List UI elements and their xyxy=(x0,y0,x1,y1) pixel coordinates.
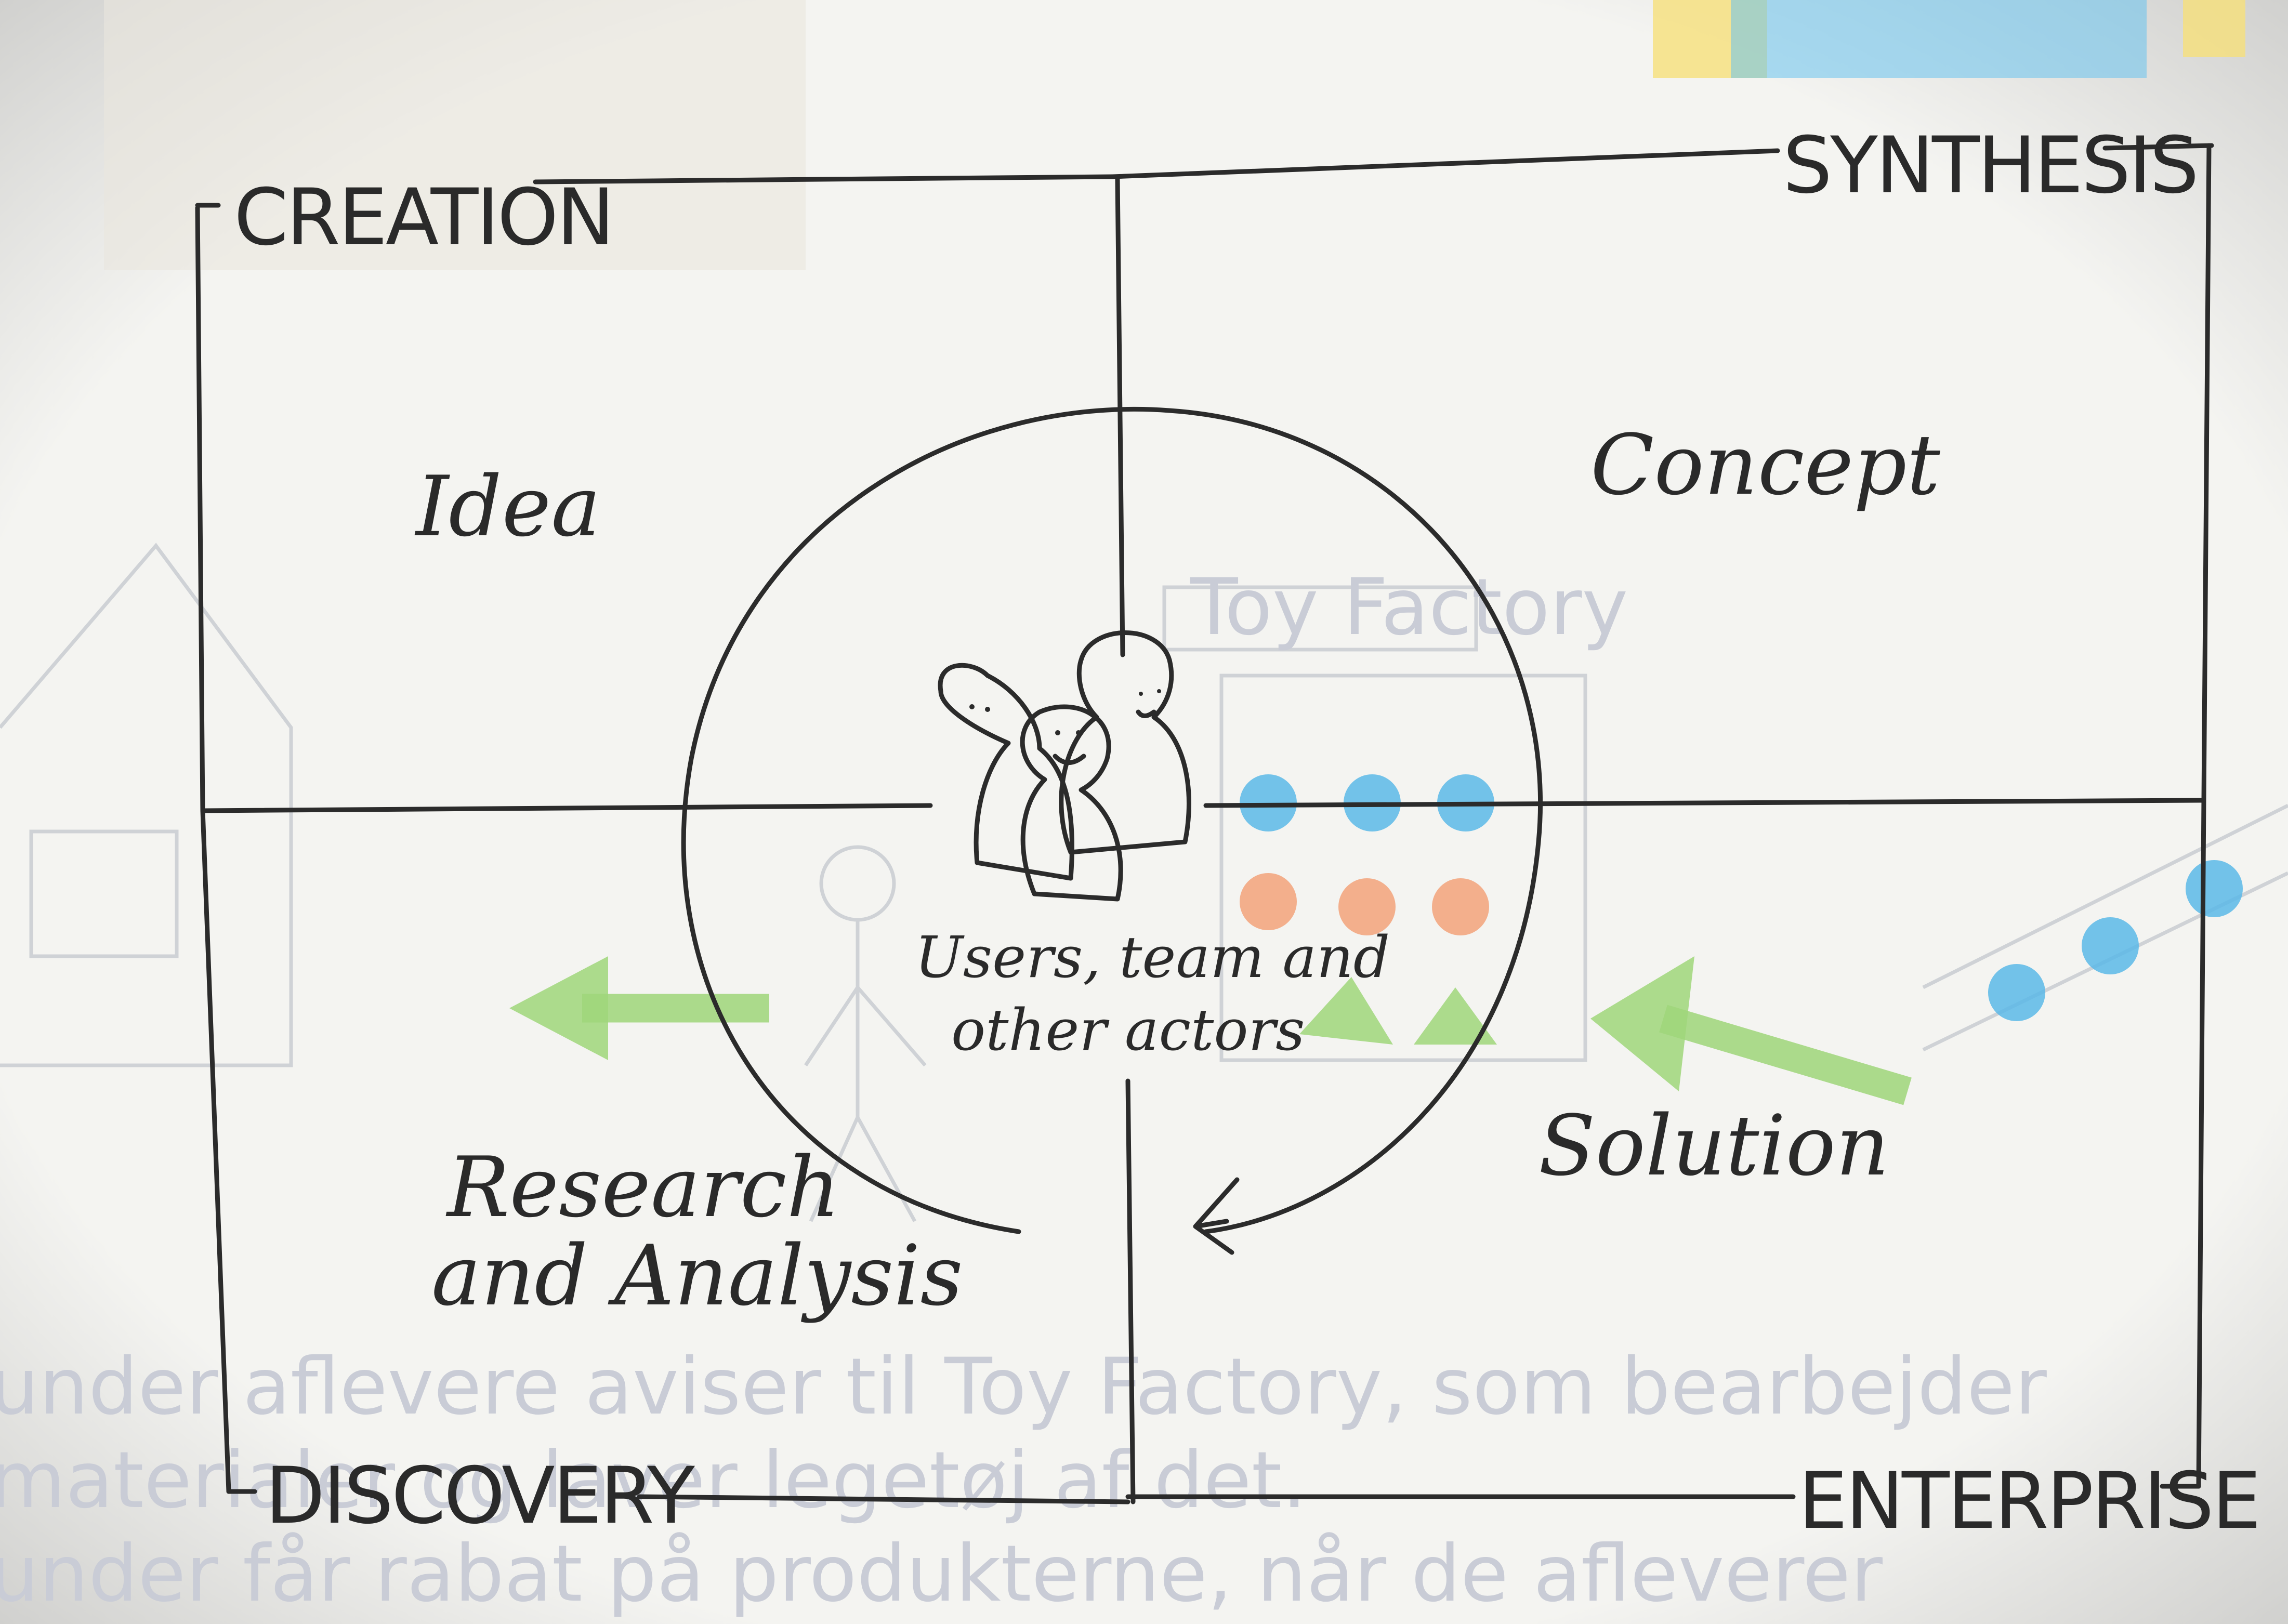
frame-top-right xyxy=(1110,148,1780,179)
cycle-arrowhead-icon xyxy=(1193,1177,1240,1255)
quadrant-frame xyxy=(195,143,2214,1504)
horizontal-axis-left xyxy=(200,803,933,813)
center-label-line1: Users, team and xyxy=(915,924,1390,991)
corner-label-enterprise: ENTERPRISE xyxy=(1798,1456,2259,1547)
corner-label-synthesis: SYNTHESIS xyxy=(1783,121,2197,211)
corner-label-creation: CREATION xyxy=(234,173,613,263)
background-sketch: Toy Factory xyxy=(0,0,2288,1222)
quadrant-label-idea: Idea xyxy=(414,458,601,555)
background-handwriting: under aflevere aviser til Toy Factory, s… xyxy=(0,1342,2047,1619)
quadrant-label-concept: Concept xyxy=(1590,416,1941,513)
horizontal-axis-right xyxy=(1203,798,2206,808)
quadrant-label-research: Research xyxy=(445,1139,840,1236)
frame-bottom-left xyxy=(637,1494,1130,1504)
cycle-circle xyxy=(681,406,1543,1255)
quadrant-label-solution: Solution xyxy=(1539,1097,1889,1194)
frame-top-left xyxy=(533,174,1115,184)
svg-text:materialer og laver legetøj af: materialer og laver legetøj af det. xyxy=(0,1435,1307,1526)
toy-factory-sign: Toy Factory xyxy=(1190,562,1628,653)
center-label-line2: other actors xyxy=(951,997,1305,1063)
svg-text:under aflevere aviser til Toy: under aflevere aviser til Toy Factory, s… xyxy=(0,1342,2047,1432)
corner-label-discovery: DISCOVERY xyxy=(265,1451,695,1541)
marker-decorations xyxy=(509,774,2243,1105)
quadrant-label-analysis: and Analysis xyxy=(431,1227,963,1324)
vertical-axis-bottom xyxy=(1125,1078,1136,1504)
svg-text:under får rabat på produkterne: under får rabat på produkterne, når de a… xyxy=(0,1529,1883,1619)
vertical-axis-top xyxy=(1115,177,1125,657)
people-group-icon xyxy=(938,630,1191,902)
